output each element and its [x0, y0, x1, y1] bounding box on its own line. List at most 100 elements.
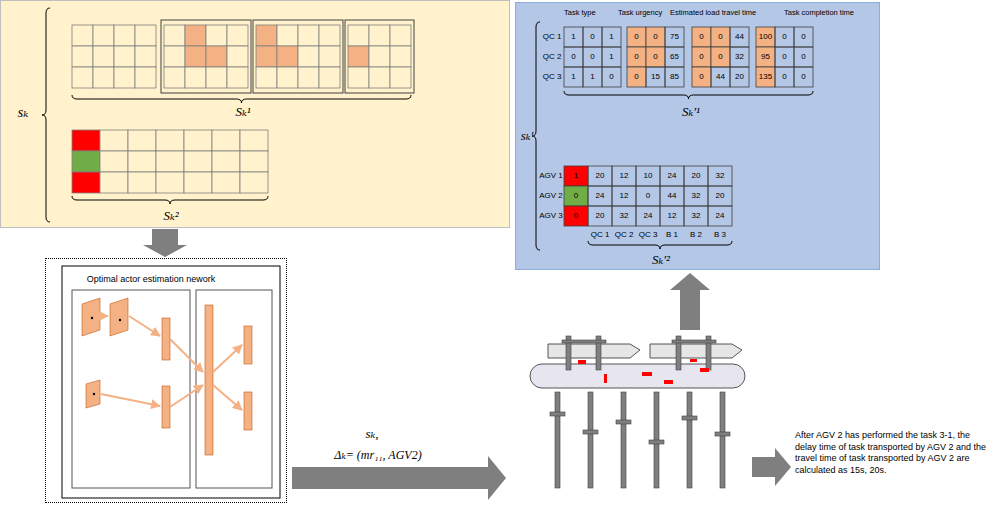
grid-cell [135, 46, 156, 67]
grid-cell [348, 46, 369, 67]
grid-cell [156, 172, 184, 193]
curly-brace [588, 241, 732, 249]
illustration-part [292, 273, 791, 500]
grid-cell [135, 25, 156, 46]
grid-cell [185, 46, 206, 67]
table-cell: 1 [609, 32, 613, 41]
illustration-part [650, 344, 742, 358]
grid-cell [684, 206, 708, 226]
grid-cell [206, 46, 227, 67]
grid-cell [646, 47, 665, 67]
table-cell: 0 [590, 32, 594, 41]
table-cell: 1 [571, 32, 575, 41]
illustration-part [682, 416, 697, 420]
table-cell: 0 [634, 72, 638, 81]
table-cell: 32 [620, 211, 629, 220]
grid-cell [692, 27, 711, 47]
table-cell: 12 [668, 211, 677, 220]
grid-cell [277, 25, 298, 46]
state-input-label: sₖ, [365, 427, 378, 442]
grid-cell [212, 130, 240, 151]
grid-cell [100, 130, 128, 151]
table-cell: 24 [596, 191, 605, 200]
grid-cell [298, 46, 319, 67]
table-cell: 0 [699, 32, 703, 41]
grid-cell [612, 186, 636, 206]
table-cell: 24 [644, 211, 653, 220]
column-header: Task type [564, 9, 596, 18]
grid-cell [692, 47, 711, 67]
illustration-part [82, 298, 100, 336]
grid-cell [636, 206, 660, 226]
grid-cell [684, 166, 708, 186]
table-cell: 0 [782, 32, 786, 41]
action-label: Δₖ= (mr₁₁, AGV2) [334, 449, 421, 463]
grid-cell [93, 25, 114, 46]
illustration-part [91, 317, 121, 395]
table-cell: 0 [634, 32, 638, 41]
table-cell: 0 [571, 52, 575, 61]
table-cell: 20 [596, 171, 605, 180]
column-header: Estimated load travel time [670, 9, 756, 18]
grid-cell [72, 67, 93, 88]
table-cell: 1 [571, 72, 575, 81]
table-cell: 24 [716, 211, 725, 220]
table-cell: 0 [653, 52, 657, 61]
grid-cell [665, 47, 684, 67]
grid-cell [756, 27, 775, 47]
table-cell: 95 [761, 52, 770, 61]
row-label: QC 1 [543, 32, 562, 41]
illustration-part [583, 430, 598, 434]
state-label: Sₖ′¹ [682, 105, 700, 120]
table-cell: 100 [759, 32, 772, 41]
grid-cell [775, 27, 794, 47]
table-cell: 12 [620, 191, 629, 200]
grid-cell [114, 25, 135, 46]
grid-cell [256, 67, 277, 88]
state-label: Sₖ¹ [235, 105, 250, 120]
grid-cell [164, 67, 185, 88]
grid-cell [369, 25, 390, 46]
grid-cell [794, 27, 813, 47]
grid-cell [612, 166, 636, 186]
grid-cell [730, 67, 749, 87]
grid-cell [794, 67, 813, 87]
illustration-part [664, 380, 673, 384]
table-cell: 20 [596, 211, 605, 220]
illustration-part [700, 368, 709, 372]
illustration-part [550, 412, 565, 416]
table-cell: 0 [699, 52, 703, 61]
grid-cell [114, 46, 135, 67]
grid-cell [114, 67, 135, 88]
grid-cell [319, 25, 340, 46]
grid-cell [711, 27, 730, 47]
state-label: Sₖ² [163, 209, 178, 224]
grid-cell [665, 27, 684, 47]
row-label: AGV 2 [539, 191, 563, 200]
grid-cell [240, 172, 268, 193]
table-cell: 75 [670, 32, 679, 41]
grid-cell [660, 166, 684, 186]
grid-cell [206, 67, 227, 88]
grid-cell [660, 206, 684, 226]
grid-cell [348, 25, 369, 46]
illustration-part [213, 345, 242, 372]
column-header: Task completion time [784, 9, 854, 18]
grid-cell [588, 206, 612, 226]
illustration-part [690, 359, 697, 362]
row-label: AGV 1 [539, 171, 563, 180]
grid-cell [665, 67, 684, 87]
curly-brace [42, 8, 50, 222]
illustration-part [42, 8, 813, 250]
grid-cell [564, 206, 588, 226]
table-cell: 0 [718, 52, 722, 61]
grid-cell [298, 67, 319, 88]
illustration-part [72, 20, 813, 226]
illustration-part [578, 359, 709, 384]
illustration-part [101, 394, 160, 406]
grid-cell [711, 47, 730, 67]
illustration-part [530, 344, 745, 388]
illustration-part [604, 374, 607, 383]
